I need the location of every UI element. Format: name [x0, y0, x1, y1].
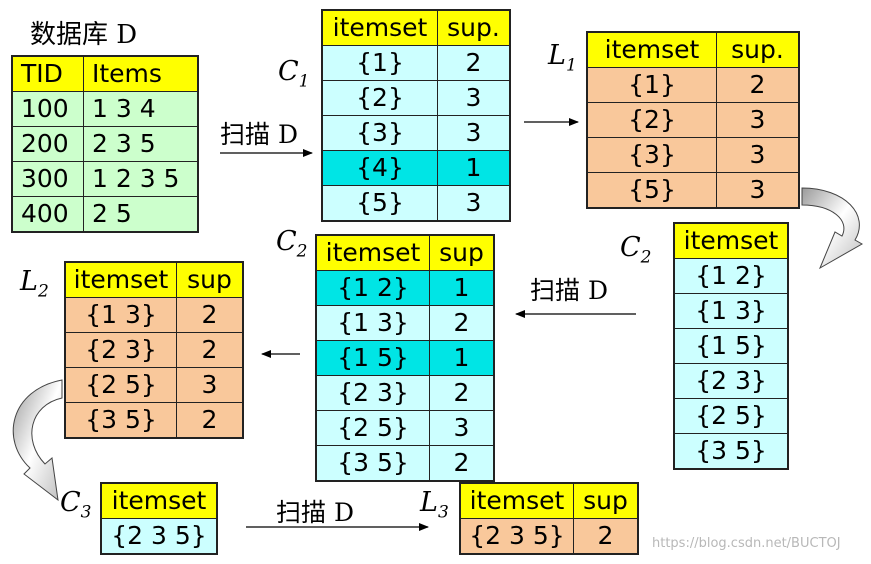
c1-itemset: {5} — [321, 185, 438, 222]
curved-arrow-l2-to-c3 — [12, 379, 63, 502]
watermark: https://blog.csdn.net/BUCTOJ — [652, 536, 841, 551]
l2-header-sup: sup — [176, 261, 244, 298]
c2-counted-header-sup: sup — [429, 234, 495, 271]
db-items: 2 3 5 — [83, 126, 199, 162]
curved-arrow-l1-to-c2 — [801, 187, 864, 270]
l3-header-sup: sup — [573, 482, 639, 519]
l2-itemset: {3 5} — [64, 402, 177, 439]
l1-itemset: {1} — [586, 67, 717, 103]
db-header-tid: TID — [11, 55, 84, 92]
scan-label-3: 扫描 D — [276, 498, 354, 527]
c3-itemset: {2 3 5} — [100, 518, 218, 555]
c2-counted-itemset-pruned: {1 5} — [315, 340, 430, 376]
l2-sup: 3 — [176, 367, 244, 403]
c2-candidates-header: itemset — [673, 222, 789, 259]
l3-label: L3 — [420, 487, 449, 523]
db-title: 数据库 D — [30, 20, 138, 50]
l1-header-itemset: itemset — [586, 31, 717, 68]
l1-label: L1 — [548, 40, 577, 76]
c2-candidate-itemset: {3 5} — [673, 433, 789, 470]
l3-itemset: {2 3 5} — [459, 518, 574, 555]
c1-sup: 2 — [437, 45, 511, 81]
c2-counted-itemset: {1 3} — [315, 305, 430, 341]
scan-label-1: 扫描 D — [220, 120, 298, 149]
c2-candidates-label: C2 — [620, 232, 652, 268]
c2-counted-itemset: {2 5} — [315, 410, 430, 446]
c1-itemset: {2} — [321, 80, 438, 116]
l2-sup: 2 — [176, 332, 244, 368]
c2-counted-sup-pruned: 1 — [429, 270, 495, 306]
l2-itemset: {2 5} — [64, 367, 177, 403]
scan-label-2: 扫描 D — [530, 276, 608, 305]
db-tid: 400 — [11, 196, 84, 233]
l2-sup: 2 — [176, 402, 244, 439]
c2-candidate-itemset: {2 3} — [673, 363, 789, 399]
c1-table: itemset sup. {1}2 {2}3 {3}3 {4}1 {5}3 — [321, 9, 511, 222]
c2-counted-sup: 2 — [429, 305, 495, 341]
l1-sup: 3 — [716, 172, 800, 209]
c1-sup: 3 — [437, 80, 511, 116]
l1-itemset: {5} — [586, 172, 717, 209]
db-items: 1 3 4 — [83, 91, 199, 127]
c3-table: itemset {2 3 5} — [100, 482, 218, 555]
c2-candidates-table: itemset {1 2} {1 3} {1 5} {2 3} {2 5} {3… — [673, 222, 789, 470]
l1-table: itemset sup. {1}2 {2}3 {3}3 {5}3 — [586, 31, 800, 209]
c2-counted-itemset: {2 3} — [315, 375, 430, 411]
c1-itemset: {3} — [321, 115, 438, 151]
l1-sup: 2 — [716, 67, 800, 103]
c2-candidate-itemset: {1 3} — [673, 293, 789, 329]
l1-itemset: {2} — [586, 102, 717, 138]
c2-counted-sup: 2 — [429, 375, 495, 411]
db-items: 1 2 3 5 — [83, 161, 199, 197]
c1-itemset-pruned: {4} — [321, 150, 438, 186]
l2-label: L2 — [20, 266, 49, 302]
l3-table: itemset sup {2 3 5}2 — [459, 482, 639, 555]
c1-label: C1 — [278, 56, 310, 92]
l3-sup: 2 — [573, 518, 639, 555]
db-items: 2 5 — [83, 196, 199, 233]
c1-header-itemset: itemset — [321, 9, 438, 46]
c2-counted-table: itemset sup {1 2}1 {1 3}2 {1 5}1 {2 3}2 … — [315, 234, 495, 482]
l1-sup: 3 — [716, 137, 800, 173]
c2-counted-itemset: {3 5} — [315, 445, 430, 482]
l1-itemset: {3} — [586, 137, 717, 173]
c2-candidate-itemset: {1 2} — [673, 258, 789, 294]
c1-sup: 3 — [437, 185, 511, 222]
c2-candidate-itemset: {1 5} — [673, 328, 789, 364]
db-tid: 300 — [11, 161, 84, 197]
l3-header-itemset: itemset — [459, 482, 574, 519]
db-header-items: Items — [83, 55, 199, 92]
c2-candidate-itemset: {2 5} — [673, 398, 789, 434]
c2-counted-header-itemset: itemset — [315, 234, 430, 271]
c2-counted-sup: 2 — [429, 445, 495, 482]
c1-header-sup: sup. — [437, 9, 511, 46]
c1-sup-pruned: 1 — [437, 150, 511, 186]
c2-counted-sup-pruned: 1 — [429, 340, 495, 376]
l2-itemset: {1 3} — [64, 297, 177, 333]
l2-table: itemset sup {1 3}2 {2 3}2 {2 5}3 {3 5}2 — [64, 261, 244, 439]
l1-header-sup: sup. — [716, 31, 800, 68]
c3-label: C3 — [60, 487, 92, 523]
db-tid: 200 — [11, 126, 84, 162]
l2-itemset: {2 3} — [64, 332, 177, 368]
c2-counted-sup: 3 — [429, 410, 495, 446]
c2-counted-label: C2 — [276, 226, 308, 262]
